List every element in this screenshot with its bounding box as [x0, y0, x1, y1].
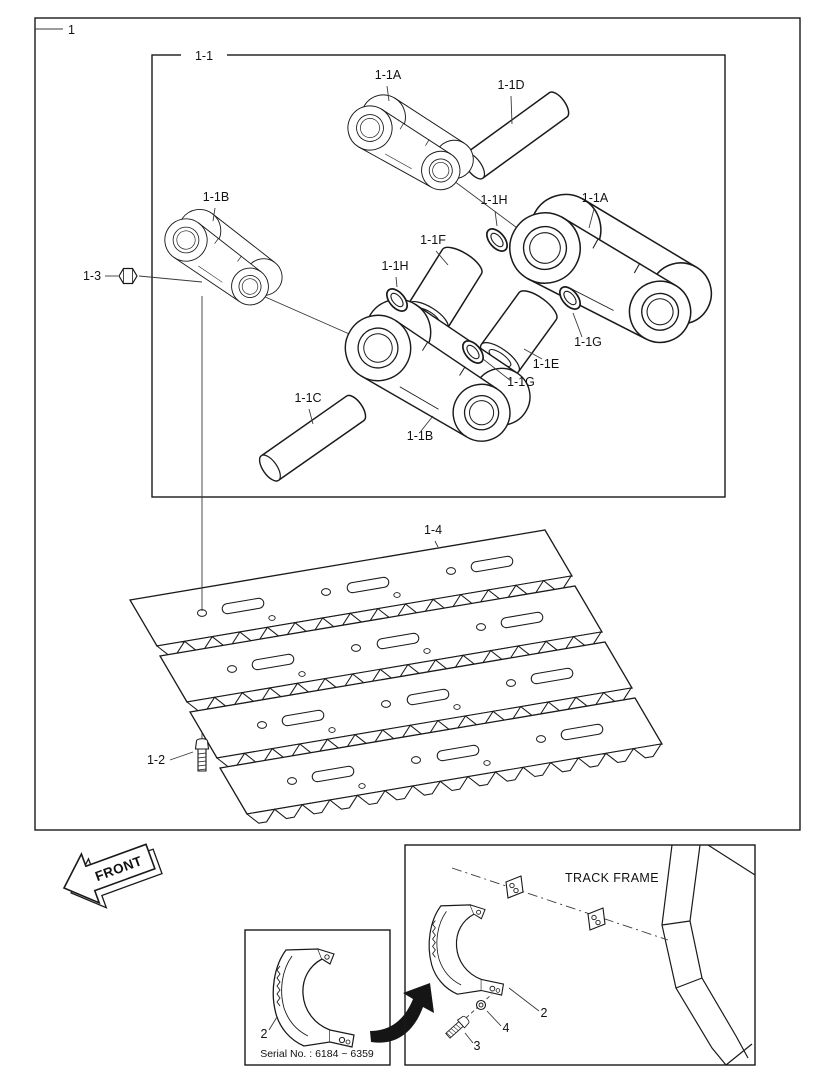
track-frame-structure — [661, 844, 756, 1066]
callout-4: 4 — [503, 1021, 510, 1035]
callout-link-assembly: 1-1 — [195, 49, 213, 63]
track-frame-inset-border — [404, 844, 756, 1066]
leader-line — [212, 207, 216, 222]
callout-1-1a-right: 1-1A — [582, 191, 609, 205]
leader-line — [435, 250, 449, 266]
leader-line — [395, 276, 398, 288]
leader-line — [308, 408, 314, 425]
callout-figure-1: 1 — [68, 23, 75, 37]
leader-line — [169, 751, 194, 761]
leader-line — [494, 210, 498, 227]
guard-bracket — [428, 904, 505, 996]
callout-labels: 1-1A 1-1D 1-1B 1-3 1-1H 1-1A 1-1F 1-1H 1… — [83, 68, 609, 443]
bolt-3 — [444, 1014, 471, 1041]
nut-1-3 — [118, 267, 138, 285]
mounting-axis-line — [451, 867, 669, 941]
leader-line — [268, 1016, 278, 1031]
leader-line — [482, 358, 512, 382]
callout-1-1a-top: 1-1A — [375, 68, 402, 82]
figure-border — [34, 17, 801, 831]
callout-1-2: 1-2 — [147, 753, 165, 767]
callout-2-frame: 2 — [541, 1006, 548, 1020]
track-shoe-stack — [129, 529, 664, 826]
pin-1-1c — [254, 391, 371, 486]
callout-1-1h-upper: 1-1H — [480, 193, 507, 207]
track-link-1-1a-top — [340, 84, 482, 203]
callout-2-serial: 2 — [261, 1027, 268, 1041]
callout-1-1c: 1-1C — [294, 391, 321, 405]
leader-line — [434, 540, 439, 548]
callout-3: 3 — [474, 1039, 481, 1053]
callout-1-1b-bottom: 1-1B — [407, 429, 433, 443]
callout-1-1g-right: 1-1G — [574, 335, 602, 349]
callout-1-3: 1-3 — [83, 269, 101, 283]
mounting-clip — [505, 875, 524, 899]
serial-note: Serial No. : 6184 ~ 6359 — [260, 1048, 374, 1060]
callout-1-1f: 1-1F — [420, 233, 446, 247]
seal-1-1h-upper — [482, 224, 512, 256]
leader-line — [508, 987, 540, 1012]
callout-1-1b-left: 1-1B — [203, 190, 229, 204]
shoe-bolt-assembly: 1-2 — [147, 296, 210, 772]
track-frame-inset: TRACK FRAME 2 4 3 — [404, 844, 756, 1066]
transfer-arrow — [370, 983, 434, 1043]
front-arrow: FRONT — [62, 843, 163, 909]
serial-inset-border — [244, 929, 391, 1066]
pin-1-1d — [458, 87, 574, 183]
callout-1-1g-center: 1-1G — [507, 375, 535, 389]
leader-line — [386, 85, 390, 102]
leader-line — [523, 348, 543, 360]
leader-line — [588, 208, 595, 229]
mounting-clip — [587, 907, 606, 931]
front-arrow-face — [62, 843, 156, 905]
guard-bracket — [272, 948, 355, 1048]
callout-1-1e: 1-1E — [533, 357, 559, 371]
leader-line — [486, 1010, 502, 1027]
leader-line — [420, 415, 434, 432]
leader-line — [464, 1032, 474, 1044]
link-assembly-border — [151, 54, 726, 498]
leader-line — [572, 312, 583, 338]
callout-1-1d: 1-1D — [497, 78, 524, 92]
leader-line — [510, 95, 513, 125]
label-backing — [181, 48, 227, 63]
bolt-1-2 — [194, 738, 210, 772]
callout-1-4: 1-4 — [424, 523, 442, 537]
track-frame-title: TRACK FRAME — [565, 871, 659, 885]
serial-inset: 2 Serial No. : 6184 ~ 6359 — [244, 929, 391, 1066]
washer-4 — [475, 999, 487, 1011]
callout-1-1h-center: 1-1H — [381, 259, 408, 273]
